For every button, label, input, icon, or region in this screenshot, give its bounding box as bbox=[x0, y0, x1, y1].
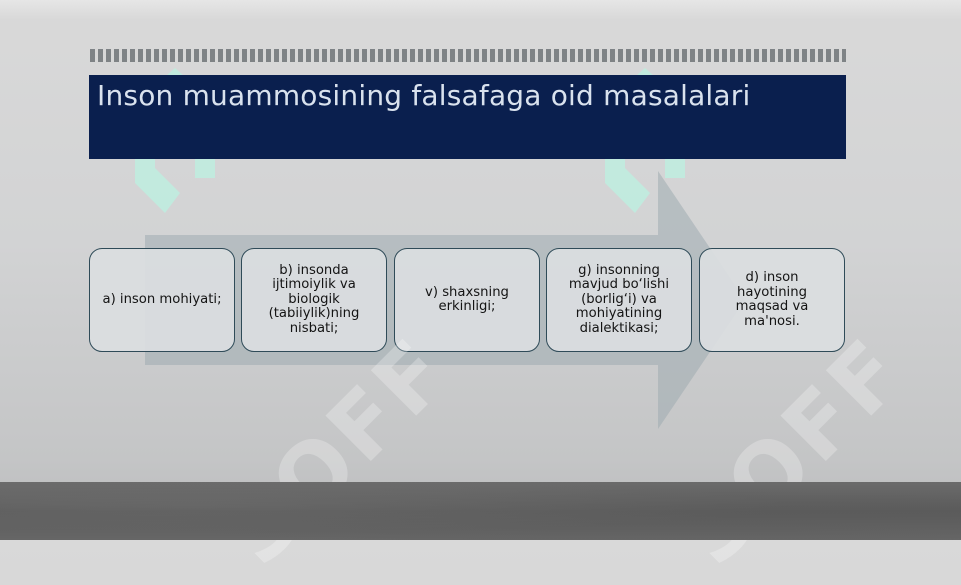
step-label: v) shaxsning erkinligi; bbox=[425, 284, 509, 314]
slide-title: Inson muammosining falsafaga oid masalal… bbox=[97, 79, 751, 112]
step-g: g) insonning mavjud bo‘lishi (borlig‘i) … bbox=[546, 248, 692, 352]
step-label: d) inson hayotining maqsad va ma'nosi. bbox=[735, 270, 809, 329]
step-label: a) inson mohiyati; bbox=[102, 291, 222, 307]
title-bar: Inson muammosining falsafaga oid masalal… bbox=[89, 75, 846, 159]
step-label: b) insonda ijtimoiylik va biologik (tabi… bbox=[268, 262, 360, 336]
step-b: b) insonda ijtimoiylik va biologik (tabi… bbox=[241, 248, 387, 352]
step-d: d) inson hayotining maqsad va ma'nosi. bbox=[699, 248, 845, 352]
step-v: v) shaxsning erkinligi; bbox=[394, 248, 540, 352]
top-band bbox=[0, 0, 961, 20]
slide: Inson muammosining falsafaga oid masalal… bbox=[0, 0, 961, 540]
bottom-strip bbox=[0, 482, 961, 540]
striped-divider bbox=[90, 49, 846, 62]
step-a: a) inson mohiyati; bbox=[89, 248, 235, 352]
step-label: g) insonning mavjud bo‘lishi (borlig‘i) … bbox=[568, 262, 670, 336]
